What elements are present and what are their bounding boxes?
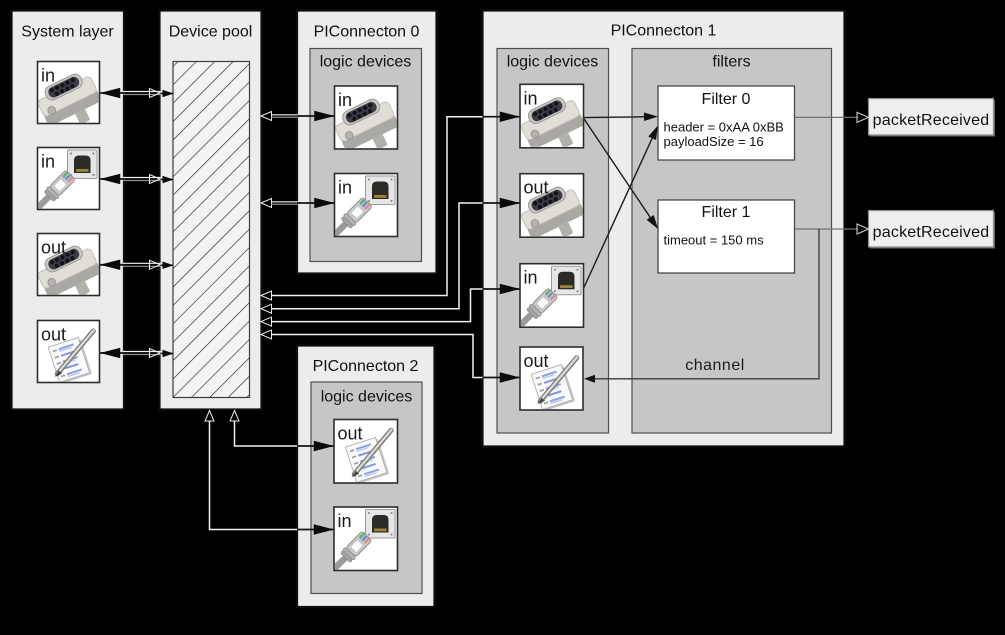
svg-text:out: out xyxy=(41,238,66,258)
svg-text:logic devices: logic devices xyxy=(320,54,412,71)
svg-text:Device pool: Device pool xyxy=(169,24,253,41)
svg-text:in: in xyxy=(524,88,538,108)
svg-text:PIConnecton 0: PIConnecton 0 xyxy=(314,24,420,41)
svg-text:channel: channel xyxy=(685,357,745,374)
svg-text:packetReceived: packetReceived xyxy=(873,224,990,241)
svg-text:System layer: System layer xyxy=(21,24,114,41)
svg-text:logic devices: logic devices xyxy=(321,389,413,406)
svg-text:PIConnecton 1: PIConnecton 1 xyxy=(611,23,717,40)
svg-text:Filter 1: Filter 1 xyxy=(702,204,751,221)
svg-text:out: out xyxy=(41,325,66,345)
svg-text:in: in xyxy=(338,90,352,110)
svg-text:in: in xyxy=(41,66,55,86)
svg-text:logic devices: logic devices xyxy=(507,54,599,71)
svg-text:out: out xyxy=(338,424,363,444)
svg-text:payloadSize = 16: payloadSize = 16 xyxy=(664,134,764,149)
svg-text:Filter 0: Filter 0 xyxy=(702,91,751,108)
svg-text:packetReceived: packetReceived xyxy=(873,112,990,129)
svg-text:out: out xyxy=(524,178,549,198)
svg-text:filters: filters xyxy=(712,54,750,71)
svg-text:timeout = 150 ms: timeout = 150 ms xyxy=(664,233,765,248)
svg-text:in: in xyxy=(338,511,352,531)
svg-text:in: in xyxy=(524,268,538,288)
svg-text:in: in xyxy=(338,178,352,198)
svg-text:in: in xyxy=(41,152,55,172)
svg-text:header = 0xAA 0xBB: header = 0xAA 0xBB xyxy=(664,120,784,135)
svg-text:PIConnecton 2: PIConnecton 2 xyxy=(313,358,419,375)
svg-text:out: out xyxy=(524,351,549,371)
